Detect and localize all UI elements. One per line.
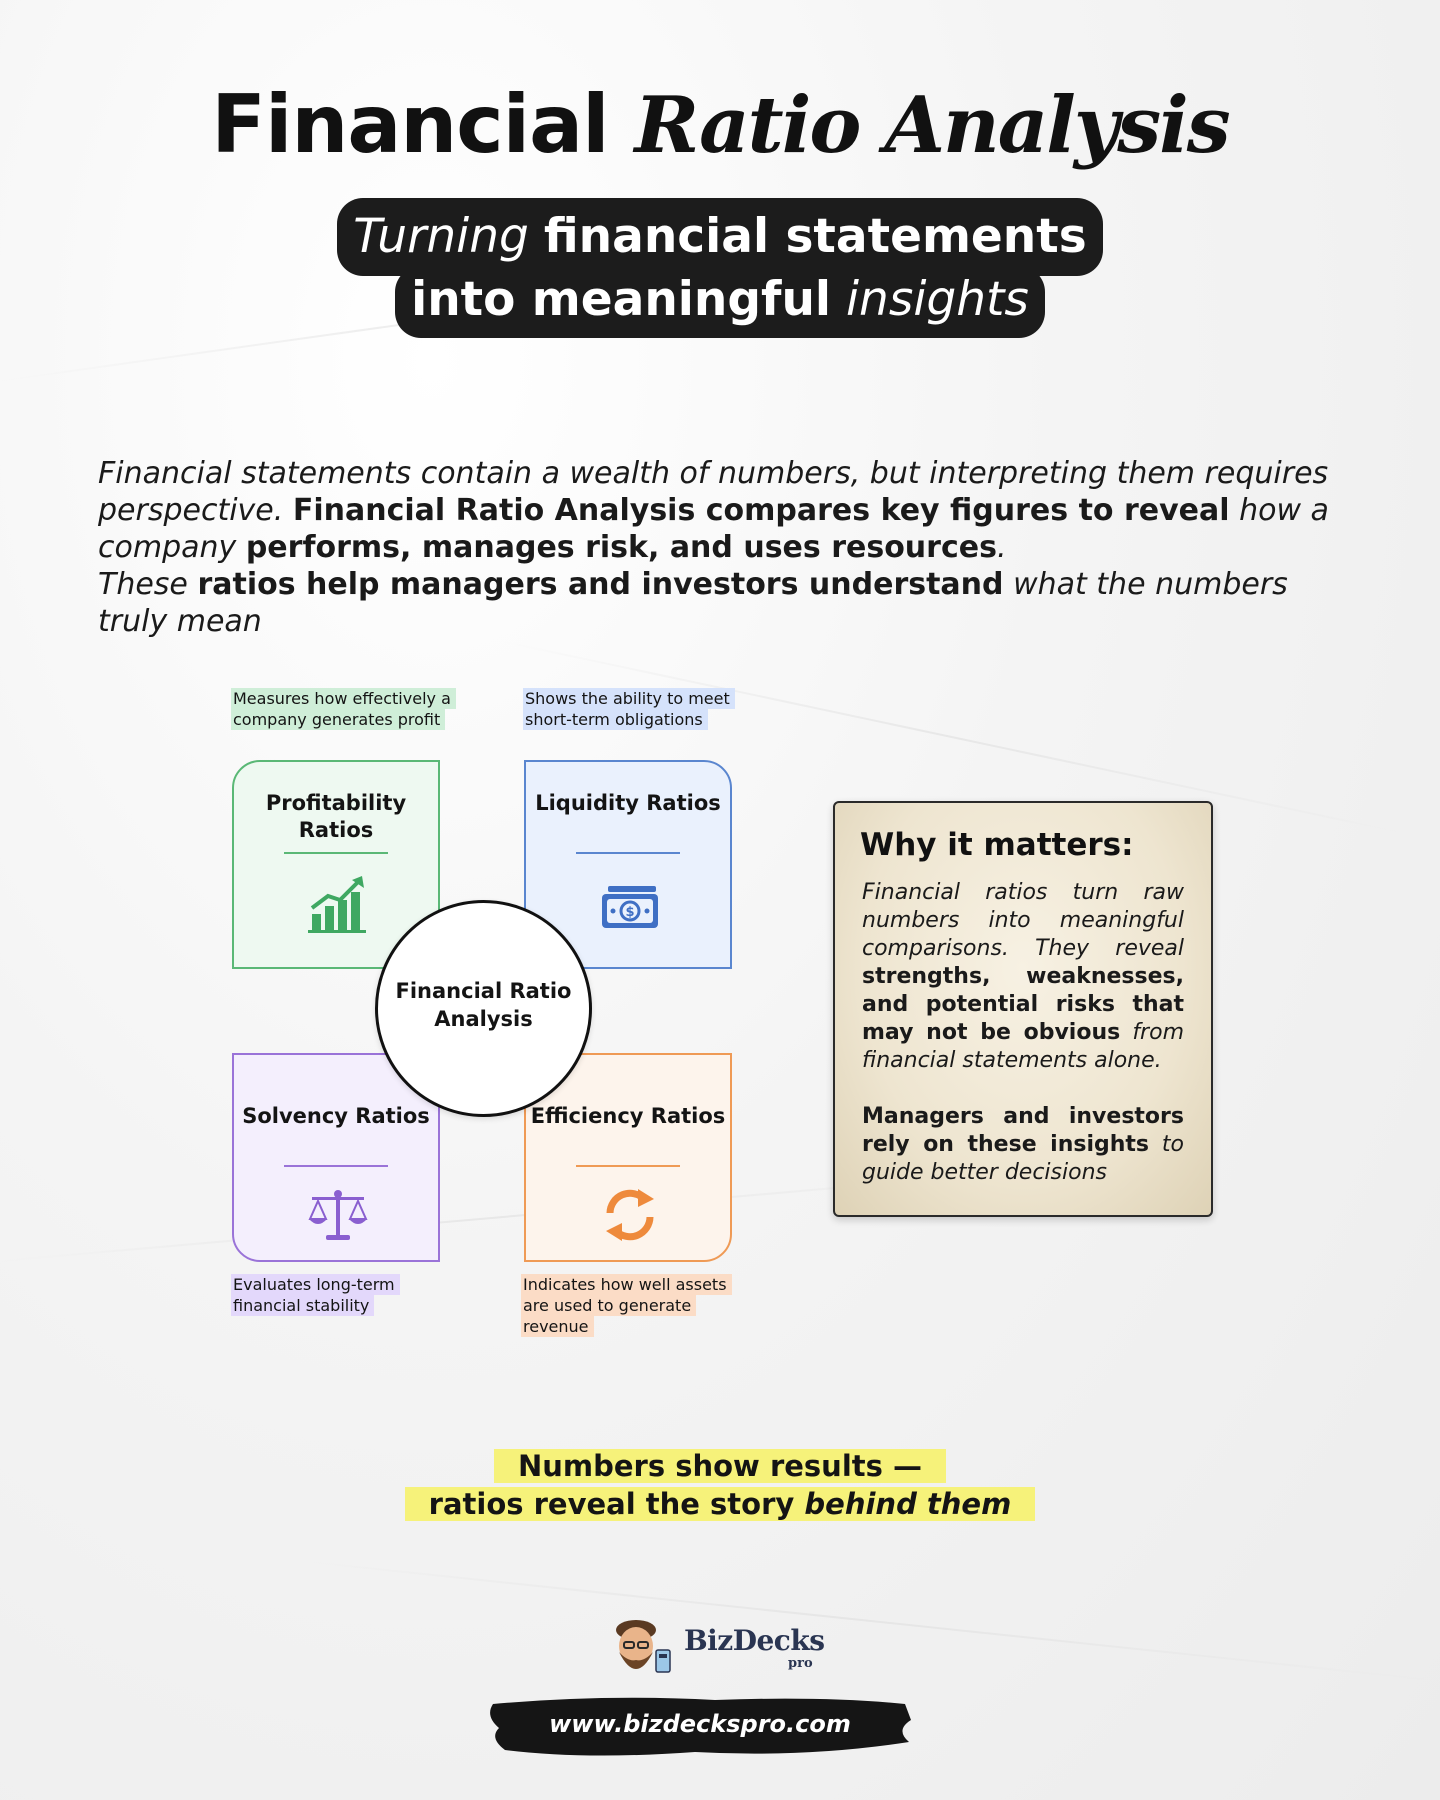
website-banner: www.bizdeckspro.com (485, 1690, 915, 1762)
brand-logo: BizDecks pro (604, 1616, 834, 1688)
box-divider (284, 1165, 388, 1167)
efficiency-box: Efficiency Ratios (524, 1053, 732, 1262)
box-divider (576, 1165, 680, 1167)
title-main: Financial (211, 78, 609, 171)
box-divider (576, 852, 680, 854)
intro-text: Financial statements contain a wealth of… (98, 456, 1329, 528)
why-paragraph-2: Managers and investors rely on these ins… (862, 1103, 1184, 1187)
box-title: Efficiency Ratios (530, 1104, 726, 1128)
mascot-icon (616, 1620, 671, 1673)
subtitle-line1-italic: Turning (353, 209, 529, 264)
chart-growth-icon (308, 876, 366, 933)
why-it-matters-panel: Why it matters: Financial ratios turn ra… (833, 801, 1213, 1217)
tagline-line2: ratios reveal the story behind them (404, 1487, 1036, 1521)
subtitle-pill-line2: into meaningful insights (395, 266, 1045, 338)
subtitle-line1-bold: financial statements (543, 209, 1087, 264)
note-text: Evaluates long-term financial stability (231, 1274, 400, 1316)
why-text: from financial statements alone. (862, 1020, 1184, 1073)
box-title: Solvency Ratios (242, 1104, 430, 1128)
intro-text: what the numbers truly mean (98, 567, 1288, 639)
subtitle-line2-bold: into meaningful (411, 272, 832, 327)
box-title: Profitability Ratios (265, 791, 407, 842)
brand-sub: pro (788, 1656, 813, 1671)
liquidity-note: Shows the ability to meet short-term obl… (523, 688, 753, 730)
intro-text: Financial Ratio Analysis compares key fi… (292, 493, 1230, 528)
why-text: strengths, weaknesses, and potential ris… (862, 964, 1184, 1045)
solvency-note: Evaluates long-term financial stability (231, 1274, 461, 1316)
svg-text:$: $ (625, 905, 634, 920)
why-text: to guide better decisions (862, 1132, 1184, 1185)
note-text: Shows the ability to meet short-term obl… (523, 688, 735, 730)
solvency-box: Solvency Ratios (232, 1053, 440, 1262)
intro-text: performs, manages risk, and uses resourc… (245, 530, 997, 565)
brand-name: BizDecks (684, 1624, 825, 1657)
box-divider (284, 852, 388, 854)
subtitle-line2-italic: insights (845, 272, 1029, 327)
tagline: Numbers show results — ratios reveal the… (0, 1447, 1440, 1523)
tagline-text: behind them (804, 1487, 1012, 1521)
intro-text: ratios help managers and investors under… (197, 567, 1004, 602)
profitability-note: Measures how effectively a company gener… (231, 688, 461, 730)
intro-text: . (996, 530, 1007, 565)
profitability-box: Profitability Ratios (232, 760, 440, 969)
why-text: Managers and investors rely on these ins… (862, 1104, 1184, 1157)
efficiency-note: Indicates how well assets are used to ge… (521, 1274, 751, 1337)
note-text: Indicates how well assets are used to ge… (521, 1274, 732, 1337)
intro-text: how a company (98, 493, 1329, 565)
intro-text: These (98, 567, 188, 602)
subtitle-pill-line1: Turning financial statements (337, 198, 1103, 276)
balance-scale-icon (308, 1190, 368, 1240)
center-label: Financial Ratio Analysis (395, 979, 572, 1031)
why-text: Financial ratios turn raw numbers into m… (862, 880, 1184, 961)
tagline-line1: Numbers show results — (494, 1449, 946, 1483)
title-script: Ratio Analysis (634, 80, 1231, 171)
refresh-cycle-icon (606, 1189, 654, 1241)
paper-crease (299, 1560, 1434, 1682)
why-title: Why it matters: (860, 827, 1134, 863)
note-text: Measures how effectively a company gener… (231, 688, 456, 730)
website-link[interactable]: www.bizdeckspro.com (549, 1710, 851, 1738)
intro-paragraph: Financial statements contain a wealth of… (98, 455, 1338, 640)
cash-icon: $ (602, 886, 658, 928)
brush-stroke-shape (490, 1697, 911, 1756)
tagline-text: ratios reveal the story (428, 1487, 795, 1521)
why-paragraph-1: Financial ratios turn raw numbers into m… (862, 879, 1184, 1075)
box-title: Liquidity Ratios (535, 791, 721, 815)
center-circle: Financial Ratio Analysis (375, 900, 592, 1117)
page-title: Financial Ratio Analysis (0, 78, 1440, 171)
